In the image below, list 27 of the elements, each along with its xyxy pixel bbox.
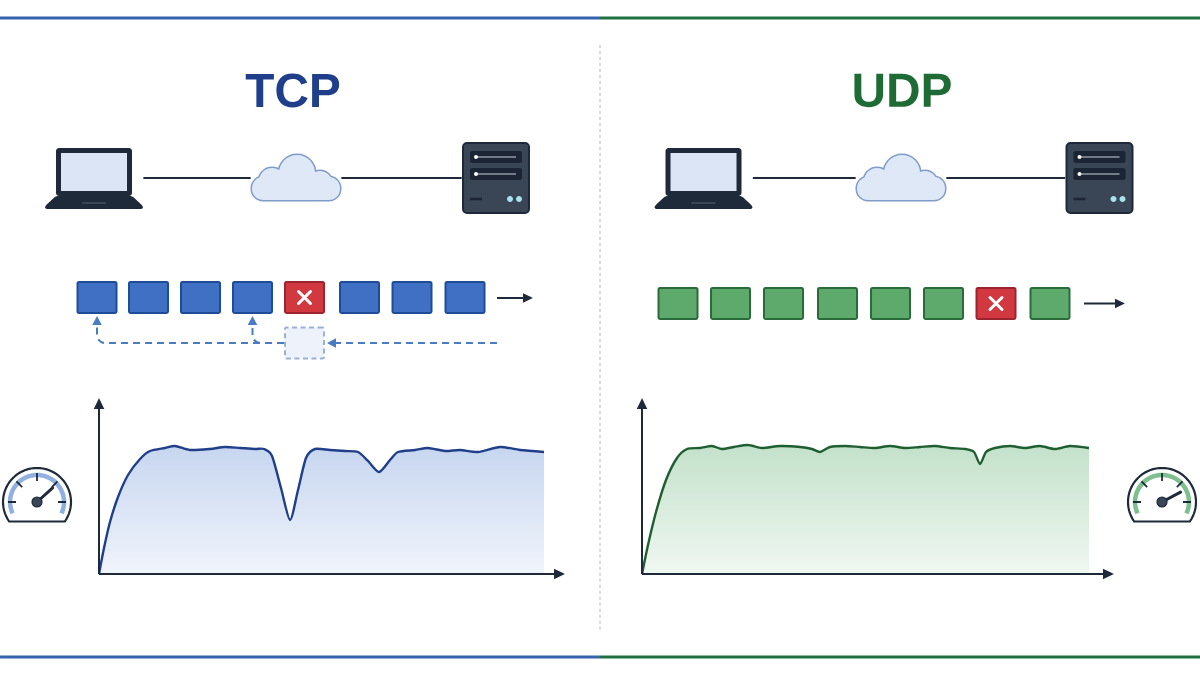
packet-box: [232, 281, 273, 314]
laptop: [654, 148, 753, 209]
packet-box: [180, 281, 221, 314]
packet-box: [817, 287, 858, 320]
dashed-box: [284, 326, 325, 360]
packet-box: [76, 281, 118, 314]
connector-line: [142, 177, 252, 179]
server-tower: [462, 142, 530, 214]
packet-box: [128, 281, 169, 314]
packet-box: [710, 287, 751, 320]
laptop: [45, 148, 143, 209]
packet-box: [923, 287, 964, 320]
packet-box: [657, 287, 699, 320]
packet-box: [763, 287, 804, 320]
packet-box: [391, 281, 433, 314]
heading: UDP: [854, 73, 951, 108]
connector-line: [751, 177, 857, 179]
connector-line: [945, 177, 1067, 179]
packet-box: [1029, 287, 1071, 320]
packet-box: [339, 281, 380, 314]
connector-line: [340, 177, 463, 179]
packet-box: [444, 281, 486, 314]
packet-box: [870, 287, 911, 320]
server-tower: [1065, 142, 1134, 214]
cloud: [250, 153, 342, 202]
heading: TCP: [245, 73, 340, 108]
cloud: [855, 153, 947, 202]
